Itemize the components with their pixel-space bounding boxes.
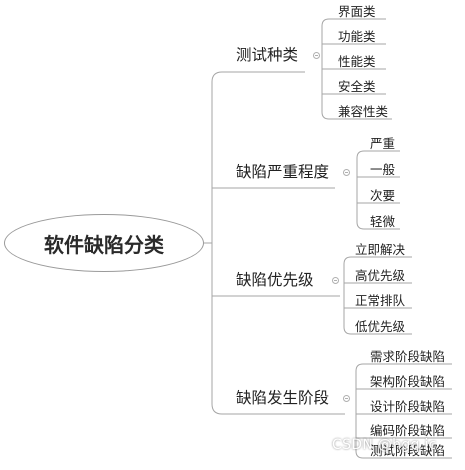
leaf-label: 高优先级 (355, 268, 406, 283)
leaf-label: 正常排队 (355, 293, 406, 308)
branch-defect-severity[interactable]: 缺陷严重程度 (236, 163, 329, 181)
leaf-item[interactable]: 高优先级 (355, 268, 405, 283)
branch-label: 测试种类 (236, 46, 299, 64)
leaf-item[interactable]: 兼容性类 (338, 104, 388, 119)
watermark: CSDN @hgq.ic (332, 437, 437, 453)
collapse-toggle-icon[interactable] (343, 395, 350, 402)
branch-label: 缺陷发生阶段 (236, 389, 330, 407)
leaf-label: 需求阶段缺陷 (370, 349, 446, 364)
collapse-toggle-icon[interactable] (343, 169, 350, 176)
leaf-item[interactable]: 正常排队 (355, 293, 405, 308)
leaf-label: 一般 (370, 162, 396, 177)
leaf-item[interactable]: 次要 (370, 188, 395, 203)
leaf-label: 严重 (370, 136, 396, 151)
branch-defect-phase[interactable]: 缺陷发生阶段 (236, 389, 329, 407)
leaf-label: 安全类 (338, 79, 376, 94)
leaf-item[interactable]: 低优先级 (355, 319, 405, 334)
leaf-label: 架构阶段缺陷 (370, 374, 446, 389)
leaf-label: 测试阶段缺陷 (370, 443, 446, 458)
branch-test-types[interactable]: 测试种类 (236, 46, 298, 64)
branch-defect-priority[interactable]: 缺陷优先级 (236, 271, 314, 289)
leaf-item[interactable]: 架构阶段缺陷 (370, 374, 445, 389)
leaf-label: 低优先级 (355, 319, 406, 334)
leaf-item[interactable]: 功能类 (338, 29, 376, 44)
leaf-item[interactable]: 需求阶段缺陷 (370, 349, 445, 364)
leaf-item[interactable]: 性能类 (338, 54, 376, 69)
leaf-item[interactable]: 界面类 (338, 4, 376, 19)
branch-label: 缺陷严重程度 (236, 163, 330, 181)
leaf-item[interactable]: 轻微 (370, 214, 395, 229)
leaf-label: 性能类 (338, 54, 376, 69)
leaf-label: 界面类 (338, 4, 376, 19)
leaf-label: 编码阶段缺陷 (370, 423, 446, 438)
leaf-item[interactable]: 安全类 (338, 79, 376, 94)
leaf-item[interactable]: 一般 (370, 162, 395, 177)
branch-label: 缺陷优先级 (236, 271, 314, 289)
leaf-label: 次要 (370, 188, 396, 203)
leaf-label: 立即解决 (355, 242, 406, 257)
leaf-item[interactable]: 设计阶段缺陷 (370, 399, 445, 414)
leaf-label: 功能类 (338, 29, 376, 44)
leaf-item[interactable]: 严重 (370, 136, 395, 151)
leaf-item[interactable]: 立即解决 (355, 242, 405, 257)
leaf-label: 轻微 (370, 214, 396, 229)
leaf-label: 兼容性类 (338, 104, 389, 119)
leaf-label: 设计阶段缺陷 (370, 399, 446, 414)
leaf-item[interactable]: 测试阶段缺陷 (370, 443, 445, 458)
root-topic-label: 软件缺陷分类 (44, 232, 164, 257)
root-topic[interactable]: 软件缺陷分类 (4, 214, 204, 272)
leaf-item[interactable]: 编码阶段缺陷 (370, 423, 445, 438)
collapse-toggle-icon[interactable] (332, 277, 339, 284)
collapse-toggle-icon[interactable] (313, 52, 320, 59)
